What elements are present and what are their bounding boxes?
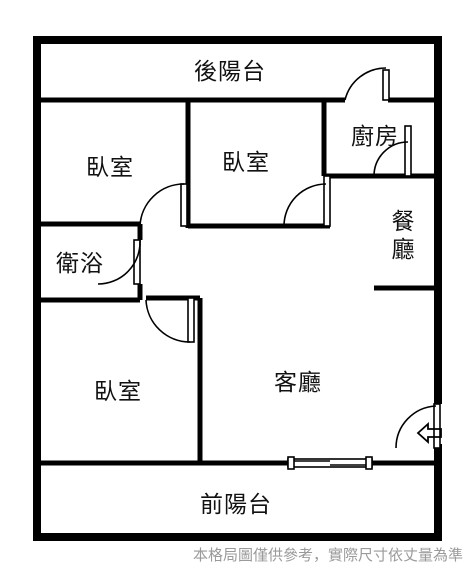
room-label-bathroom: 衛浴: [56, 251, 104, 277]
room-label-kitchen: 廚房: [351, 124, 399, 150]
room-label-front-balcony: 前陽台: [200, 492, 272, 518]
disclaimer-text: 本格局圖僅供參考，實際尺寸依丈量為準: [192, 546, 463, 564]
room-label-dining-char-1: 餐: [391, 209, 415, 235]
room-label-bedroom-top-left: 臥室: [86, 155, 134, 181]
outer-walls: [33, 36, 442, 541]
room-label-rear-balcony: 後陽台: [194, 59, 266, 85]
doors: [97, 67, 441, 470]
room-label-dining-char-2: 廳: [391, 236, 415, 263]
room-label-bedroom-top-middle: 臥室: [222, 150, 270, 176]
interior-walls: [40, 97, 435, 466]
entrance-arrow-icon: [416, 421, 442, 445]
room-label-bedroom-bottom-left: 臥室: [94, 379, 142, 405]
room-label-living-room: 客廳: [274, 370, 322, 396]
room-label-dining: 餐 廳: [388, 209, 418, 264]
